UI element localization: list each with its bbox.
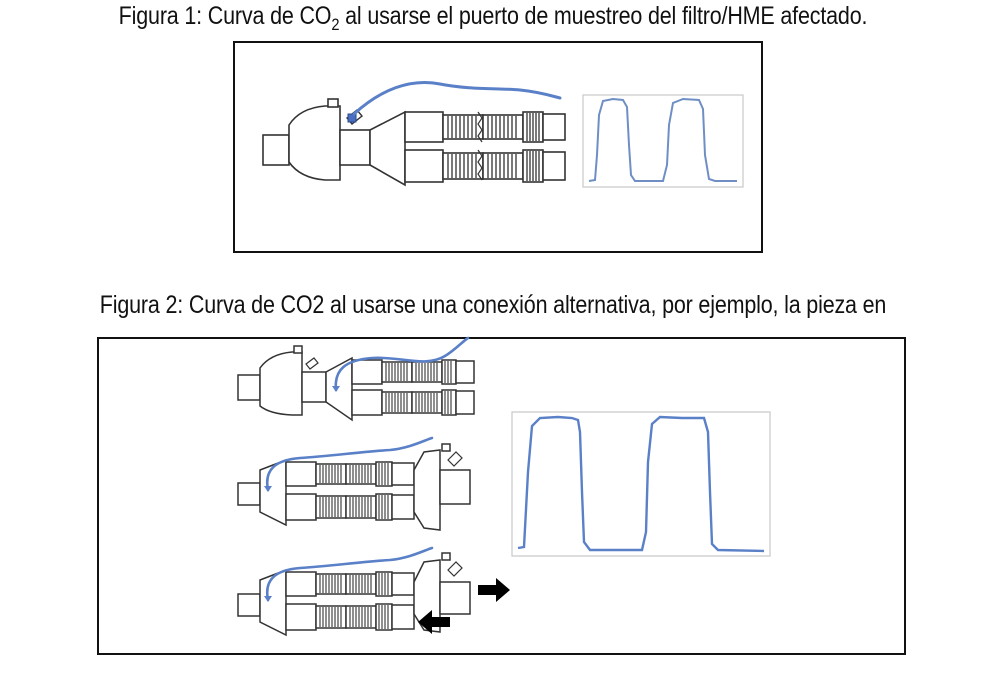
figure-1-caption: Figura 1: Curva de CO2 al usarse el puer… — [118, 2, 868, 34]
figure-2-caption: Figura 2: Curva de CO2 al usarse una con… — [99, 291, 887, 319]
arrow-left-icon — [418, 610, 450, 634]
figure-2-co2-waveform — [511, 411, 771, 557]
arrow-right-icon — [478, 578, 510, 602]
figure-1-co2-waveform — [582, 94, 744, 188]
figure-2-frame — [97, 337, 906, 655]
